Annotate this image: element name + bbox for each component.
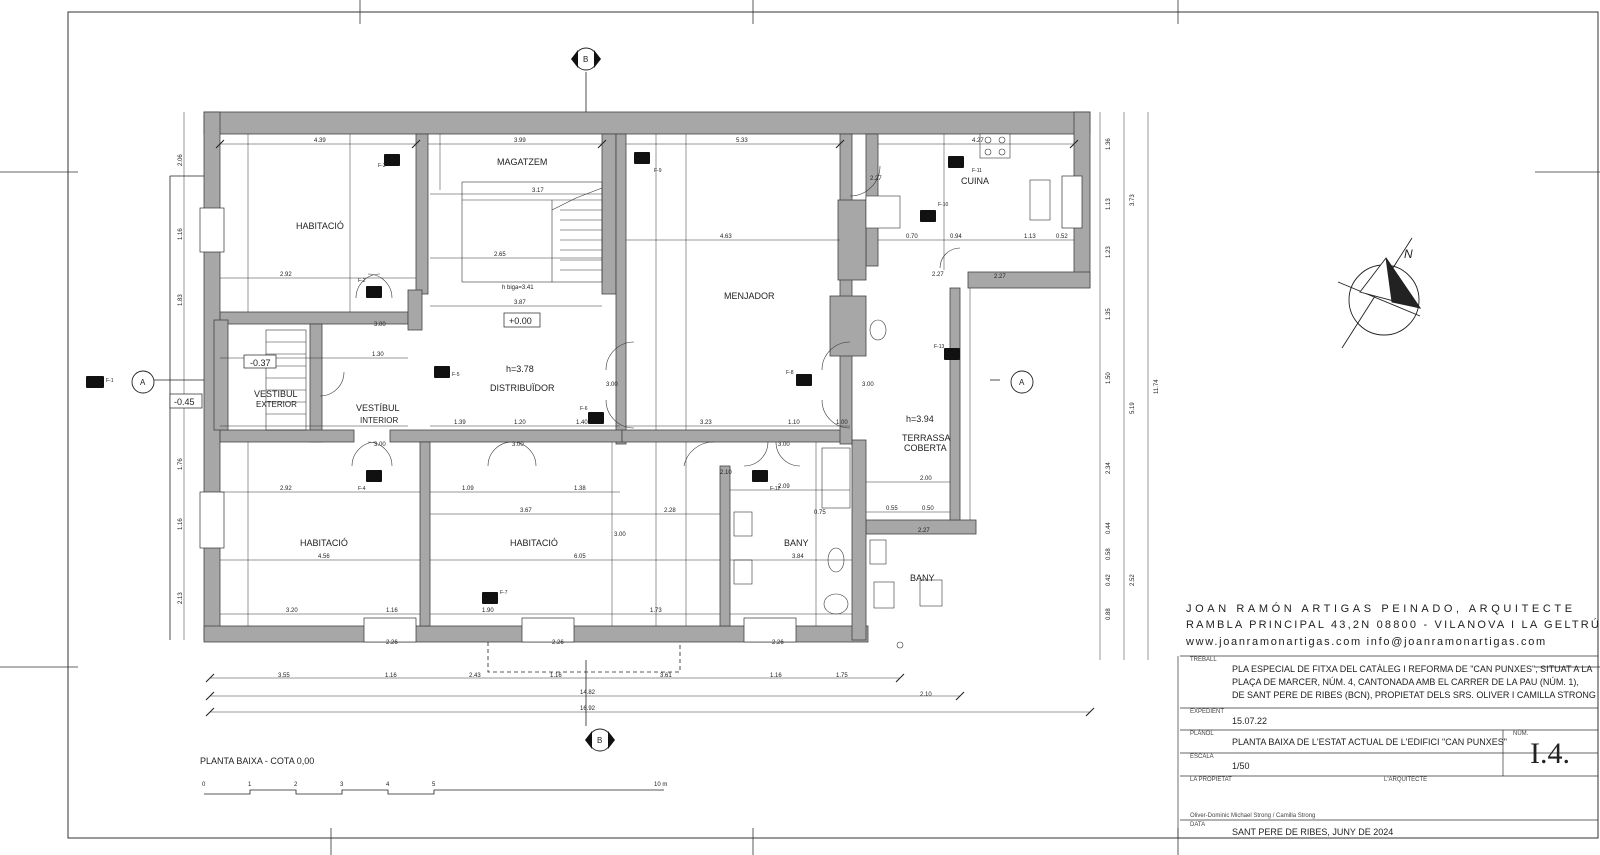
owners-names: Oliver-Dominic Michael Strong / Camilla … [1190,813,1316,819]
treball-line: PLA ESPECIAL DE FITXA DEL CATÀLEG I REFO… [1232,664,1593,674]
treball-line: DE SANT PERE DE RIBES (BCN), PROPIETAT D… [1232,690,1596,700]
scale-bar [204,789,664,795]
architect-web: www.joanramonartigas.com info@joanramona… [1186,636,1547,648]
plan-number: I.4. [1530,737,1570,770]
stair [265,181,603,431]
expedient-label: EXPEDIENT [1190,709,1225,715]
north-arrow [1337,237,1422,349]
propietat-label: LA PROPIETAT [1190,777,1232,783]
north-label: N [1404,247,1413,261]
windows [199,175,1083,643]
data-value: SANT PERE DE RIBES, JUNY DE 2024 [1232,827,1394,837]
escala-label: ESCALA [1190,754,1214,760]
architect-name: JOAN RAMÓN ARTIGAS PEINADO, ARQUITECTE [1186,603,1576,615]
photo-markers [86,152,964,604]
planol-value: PLANTA BAIXA DE L'ESTAT ACTUAL DE L'EDIF… [1232,737,1507,747]
escala-value: 1/50 [1232,761,1250,771]
arquitecte-label: L'ARQUITECTE [1384,777,1428,783]
doors [319,165,961,467]
dimension-ticks [205,139,1095,717]
walls [203,111,1091,643]
planol-label: PLÀNOL [1190,731,1214,737]
fixtures [733,133,1051,649]
treball-line: PLAÇA DE MARCER, NÚM. 4, CANTONADA AMB E… [1232,677,1579,687]
architect-address: RAMBLA PRINCIPAL 43,2N 08800 - VILANOVA … [1186,619,1600,631]
dimension-lines [183,112,1149,713]
treball-label: TREBALL [1190,657,1217,663]
expedient-value: 15.07.22 [1232,716,1268,726]
num-label: NÚM. [1513,731,1529,737]
data-label: DATA [1190,822,1206,828]
